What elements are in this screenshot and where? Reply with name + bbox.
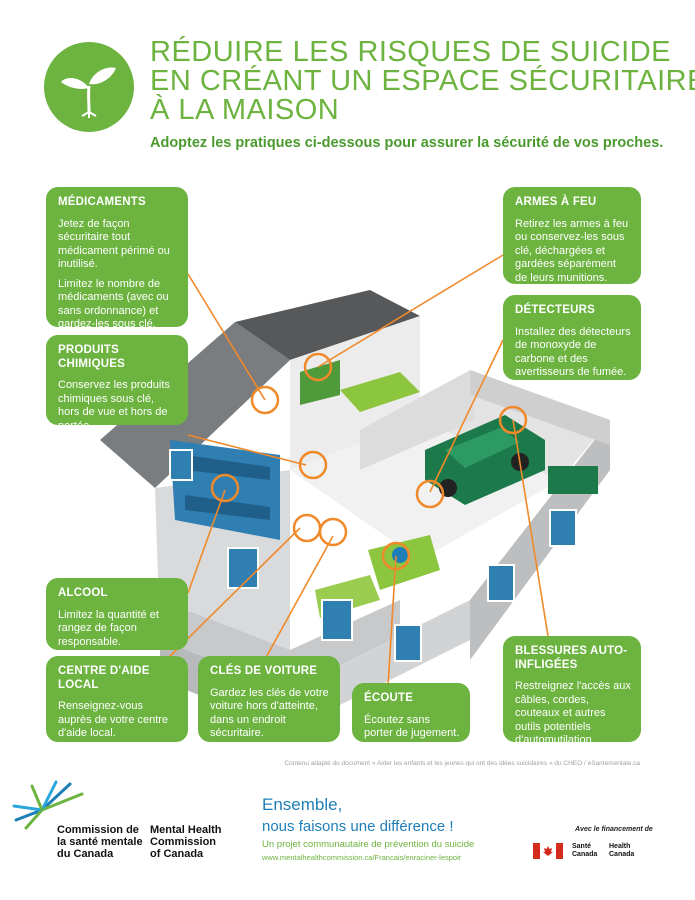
box-text: Conservez les produits chimiques sous cl… [58, 379, 170, 432]
project-text: Un projet communautaire de prévention du… [262, 839, 475, 850]
title-line-1: RÉDUIRE LES RISQUES DE SUICIDE [150, 36, 671, 68]
box-title: ÉCOUTE [364, 692, 414, 704]
box-text: Limitez la quantité et rangez de façon r… [58, 608, 159, 648]
box-title: MÉDICAMENTS [58, 196, 146, 208]
hc-en-line: Canada [609, 851, 635, 858]
box-title: PRODUITS CHIMIQUES [58, 344, 125, 370]
box-title: ARMES À FEU [515, 196, 597, 208]
leader-lines [162, 254, 549, 687]
top-roof [235, 290, 420, 360]
tagline-difference: nous faisons une différence ! [262, 818, 454, 835]
box-blessures: BLESSURES AUTO-INFLIGÉES Restreignez l'a… [503, 636, 641, 746]
page-subtitle: Adoptez les pratiques ci-dessous pour as… [150, 135, 664, 151]
box-title: CENTRE D'AIDE LOCAL [58, 665, 150, 691]
hc-fr-line: Santé [572, 843, 592, 850]
markers [210, 352, 528, 571]
box-detecteurs: DÉTECTEURS Installez des détecteurs de m… [503, 295, 641, 380]
mhcc-fr-line: Commission de [57, 824, 139, 836]
mhcc-fr-line: la santé mentale [57, 836, 143, 848]
sprout-icon [61, 67, 116, 118]
box-ecoute: ÉCOUTE Écoutez sans porter de jugement. [352, 683, 470, 742]
mhcc-burst-logo [12, 780, 84, 830]
box-centre-aide: CENTRE D'AIDE LOCAL Renseignez-vous aupr… [46, 656, 188, 766]
health-canada-en: Health Canada [609, 843, 634, 859]
box-text: Installez des détecteurs de monoxyde de … [515, 325, 631, 379]
hc-fr-line: Canada [572, 851, 598, 858]
box-title: CLÉS DE VOITURE [210, 665, 318, 677]
bed [340, 372, 420, 412]
title-line-3: À LA MAISON [150, 94, 340, 126]
box-text: Restreignez l'accès aux câbles, cordes, … [515, 680, 631, 746]
box-text: Retirez les armes à feu ou conservez-les… [515, 217, 629, 284]
mhcc-fr-line: du Canada [57, 848, 114, 860]
mhcc-name-fr: Commission de la santé mentale du Canada [57, 824, 143, 860]
box-text: Limitez le nombre de médicaments (avec o… [58, 277, 169, 331]
box-title: DÉTECTEURS [515, 304, 595, 316]
box-medicaments: MÉDICAMENTS Jetez de façon sécuritaire t… [46, 187, 188, 330]
title-line-2: EN CRÉANT UN ESPACE SÉCURITAIRE [150, 65, 695, 97]
box-cles-voiture: CLÉS DE VOITURE Gardez les clés de votre… [198, 656, 340, 742]
box-title: BLESSURES AUTO-INFLIGÉES [515, 645, 628, 671]
box-alcool: ALCOOL Limitez la quantité et rangez de … [46, 578, 188, 650]
tagline-ensemble: Ensemble, [262, 795, 343, 814]
health-canada-fr: Santé Canada [572, 843, 597, 859]
source-credit: Contenu adapté du document « Aider les e… [284, 760, 640, 767]
project-url-link[interactable]: www.mentalhealthcommission.ca/Francais/e… [262, 853, 462, 862]
mhcc-en-line: Commission [150, 836, 217, 848]
sprout-logo [44, 42, 134, 132]
house-illustration [100, 254, 610, 730]
box-text: Renseignez-vous auprès de votre centre d… [58, 700, 169, 766]
hc-en-line: Health [609, 843, 631, 850]
page-title: RÉDUIRE LES RISQUES DE SUICIDE EN CRÉANT… [150, 36, 695, 126]
box-produits-chimiques: PRODUITS CHIMIQUES Conservez les produit… [46, 335, 188, 432]
mhcc-en-line: Mental Health [150, 824, 222, 836]
box-text: Gardez les clés de votre voiture hors d'… [210, 686, 329, 740]
box-armes-feu: ARMES À FEU Retirez les armes à feu ou c… [503, 187, 641, 284]
box-text: Écoutez sans porter de jugement. [364, 713, 460, 740]
mhcc-en-line: of Canada [150, 848, 204, 860]
box-text: Jetez de façon sécuritaire tout médicame… [58, 217, 170, 271]
sofa [368, 535, 440, 590]
canada-flag-icon [533, 843, 563, 859]
mhcc-name-en: Mental Health Commission of Canada [150, 824, 222, 860]
funding-label: Avec le financement de [575, 826, 653, 833]
box-title: ALCOOL [58, 587, 108, 599]
